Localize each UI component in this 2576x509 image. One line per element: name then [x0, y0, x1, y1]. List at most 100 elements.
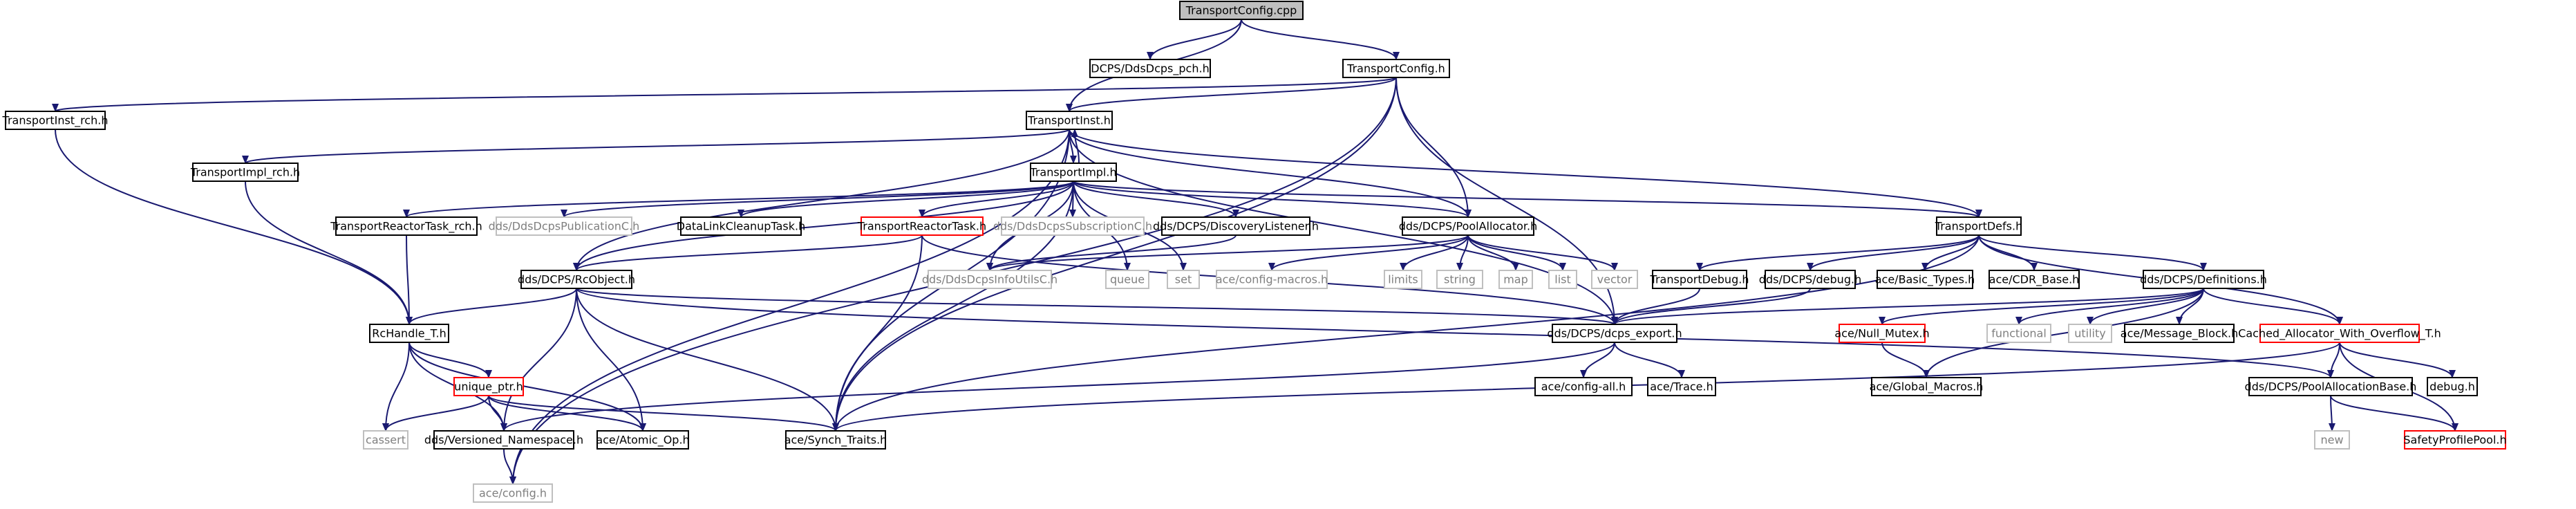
edge-n13-n23: [1467, 234, 1566, 271]
node-ace-trace-h[interactable]: ace/Trace.h: [1647, 377, 1716, 396]
node-box: [1877, 270, 1973, 289]
edge-n4-n14: [1069, 129, 1982, 218]
node-dds-dcps-debug-h[interactable]: dds/DCPS/debug.h: [1759, 270, 1861, 289]
node-datalinkcleanuptask-h[interactable]: DataLinkCleanupTask.h: [677, 216, 805, 236]
node-transportconfig-h[interactable]: TransportConfig.h: [1342, 59, 1450, 78]
node-vector: vector: [1591, 270, 1638, 289]
node-rchandle-t-h[interactable]: RcHandle_T.h: [369, 324, 449, 343]
node-box: [2404, 430, 2506, 450]
node-box: [1179, 1, 1304, 20]
node-label: DataLinkCleanupTask.h: [677, 220, 805, 233]
node-transportreactortask-rch-h[interactable]: TransportReactorTask_rch.h: [330, 216, 482, 236]
edge-n13-n20: [1400, 234, 1469, 271]
node-debug-h[interactable]: debug.h: [2427, 377, 2478, 396]
edge-n6-n9: [737, 181, 1074, 218]
edge-n30-n45: [408, 342, 646, 432]
node-dds-dcps-definitions-h[interactable]: dds/DCPS/Definitions.h: [2140, 270, 2267, 289]
node-box: [192, 163, 299, 182]
node-label: dds/Versioned_Namespace.h: [424, 434, 583, 447]
node-box: [680, 216, 802, 236]
edge-n6-n7: [403, 181, 1074, 218]
node-box: [1089, 59, 1211, 78]
node-dds-dcps-poolallocationbase-h[interactable]: dds/DCPS/PoolAllocationBase.h: [2245, 377, 2417, 396]
edge-n15-n45: [576, 288, 646, 432]
edge-n15-n41: [576, 288, 2334, 378]
edge-n15-n31: [576, 288, 1618, 325]
node-limits: limits: [1384, 270, 1422, 289]
node-dds-dcps-discoverylistener-h[interactable]: dds/DCPS/DiscoveryListener.h: [1153, 216, 1319, 236]
node-box: [1986, 324, 2051, 343]
node-safetyprofilepool-h[interactable]: SafetyProfilePool.h: [2403, 430, 2507, 450]
edge-n4-n5: [242, 129, 1070, 164]
node-box: [2143, 270, 2264, 289]
node-ace-null-mutex-h[interactable]: ace/Null_Mutex.h: [1834, 324, 1930, 343]
node-label: Cached_Allocator_With_Overflow_T.h: [2238, 327, 2441, 341]
node-dds-dcps-poolallocator-h[interactable]: dds/DCPS/PoolAllocator.h: [1399, 216, 1537, 236]
node-box: [1167, 270, 1200, 289]
node-ace-cdr-base-h[interactable]: ace/CDR_Base.h: [1989, 270, 2080, 289]
node-transportinst-rch-h[interactable]: TransportInst_rch.h: [2, 111, 109, 130]
edge-n13-n19: [1268, 234, 1469, 271]
node-string: string: [1436, 270, 1483, 289]
node-box: [1402, 216, 1534, 236]
node-label: ace/Trace.h: [1650, 380, 1713, 394]
node-ace-config-all-h[interactable]: ace/config-all.h: [1534, 377, 1633, 396]
edge-n2-n3: [52, 77, 1397, 112]
node-box: [1161, 216, 1310, 236]
node-dds-dcps-dcps-export-h[interactable]: dds/DCPS/dcps_export.h: [1547, 324, 1682, 343]
node-box: [1647, 377, 1716, 396]
node-dds-ddsdcpspublicationc-h: dds/DdsDcpsPublicationC.h: [489, 216, 639, 236]
node-dcps-ddsdcps-pch-h[interactable]: DCPS/DdsDcps_pch.h: [1089, 59, 1211, 78]
node-ace-basic-types-h[interactable]: ace/Basic_Types.h: [1875, 270, 1975, 289]
node-dds-versioned-namespace-h[interactable]: dds/Versioned_Namespace.h: [424, 430, 583, 450]
node-label: ace/Null_Mutex.h: [1834, 327, 1929, 341]
edge-n29-n34: [2087, 288, 2204, 325]
node-label: dds/DCPS/debug.h: [1759, 273, 1861, 286]
node-label: ace/CDR_Base.h: [1989, 273, 2080, 287]
node-ace-atomic-op-h[interactable]: ace/Atomic_Op.h: [596, 430, 690, 450]
node-ace-global-macros-h[interactable]: ace/Global_Macros.h: [1870, 377, 1984, 396]
node-box: [1001, 216, 1145, 236]
node-transportdebug-h[interactable]: TransportDebug.h: [1650, 270, 1749, 289]
node-box: [1342, 59, 1450, 78]
node-box: [2427, 377, 2478, 396]
node-label: map: [1503, 273, 1528, 286]
edge-n13-n16: [986, 234, 1469, 271]
node-box: [5, 111, 106, 130]
node-transportconfig-cpp[interactable]: TransportConfig.cpp: [1179, 1, 1304, 20]
node-transportreactortask-h[interactable]: TransportReactorTask.h: [857, 216, 986, 236]
node-ace-synch-traits-h[interactable]: ace/Synch_Traits.h: [784, 430, 887, 450]
node-label: ace/config-macros.h: [1216, 273, 1328, 286]
node-transportdefs-h[interactable]: TransportDefs.h: [1935, 216, 2022, 236]
node-transportinst-h[interactable]: TransportInst.h: [1026, 111, 1113, 130]
node-label: dds/DCPS/RcObject.h: [518, 273, 635, 286]
node-label: TransportReactorTask.h: [857, 220, 986, 233]
node-ace-message-block-h[interactable]: ace/Message_Block.h: [2121, 324, 2238, 343]
node-unique-ptr-h[interactable]: unique_ptr.h: [453, 377, 524, 396]
edge-n6-n10: [919, 181, 1074, 218]
node-box: [363, 430, 408, 450]
node-box: [335, 216, 478, 236]
node-label: ace/Synch_Traits.h: [784, 434, 887, 447]
node-dds-ddsdcpssubscriptionc-h: dds/DdsDcpsSubscriptionC.h: [993, 216, 1152, 236]
edge-n2-n4: [1066, 77, 1397, 112]
edge-n0-n1: [1147, 19, 1242, 60]
node-dds-dcps-rcobject-h[interactable]: dds/DCPS/RcObject.h: [518, 270, 635, 289]
node-transportimpl-rch-h[interactable]: TransportImpl_rch.h: [190, 163, 300, 182]
node-box: [1384, 270, 1422, 289]
edge-n36-n42: [2339, 342, 2456, 378]
node-label: DCPS/DdsDcps_pch.h: [1091, 62, 1209, 76]
node-cached-allocator-with-overflow-t-h[interactable]: Cached_Allocator_With_Overflow_T.h: [2238, 324, 2441, 343]
edge-n4-n13: [1069, 129, 1472, 218]
node-box: [1989, 270, 2080, 289]
node-box: [785, 430, 886, 450]
edge-n5-n30: [245, 181, 413, 325]
node-label: dds/DCPS/PoolAllocationBase.h: [2245, 380, 2417, 394]
edge-n7-n30: [405, 234, 413, 325]
node-label: queue: [1110, 273, 1145, 286]
node-box: [2314, 430, 2350, 450]
node-transportimpl-h[interactable]: TransportImpl.h: [1029, 163, 1117, 182]
node-ace-config-macros-h: ace/config-macros.h: [1216, 270, 1328, 289]
edge-n10-n15: [573, 234, 923, 271]
